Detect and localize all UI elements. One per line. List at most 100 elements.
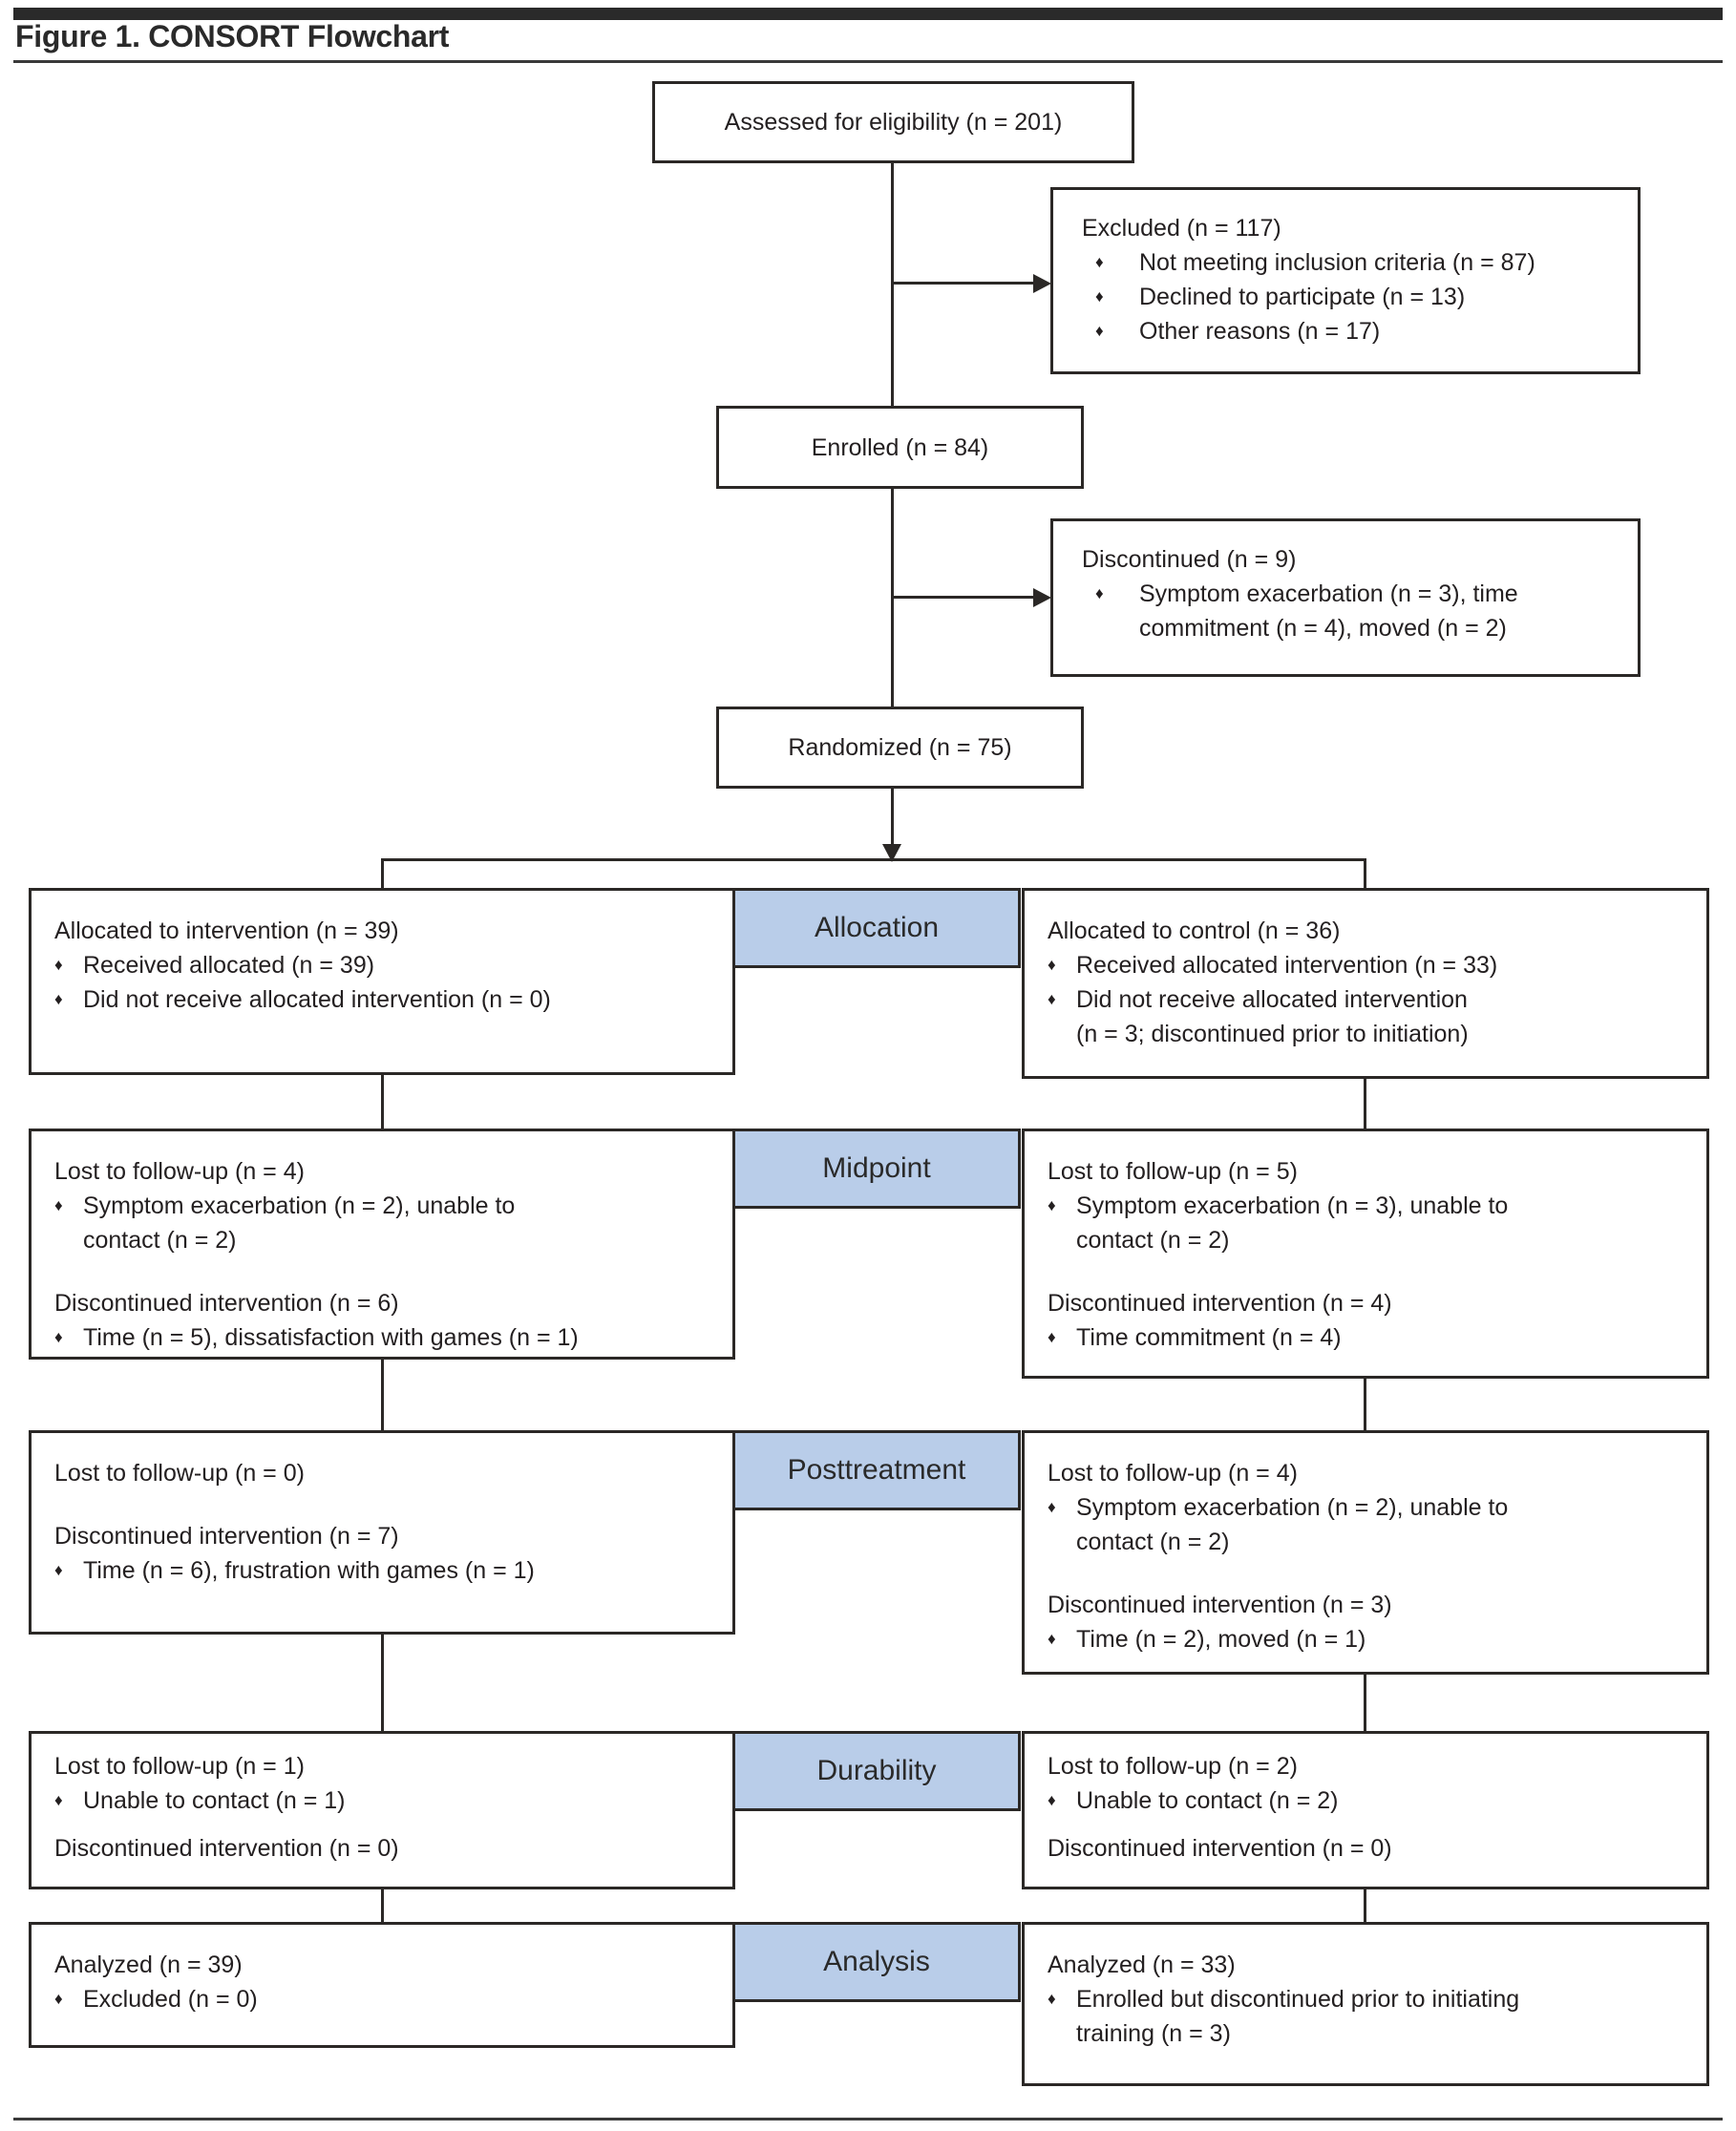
phase-label-text: Midpoint <box>822 1152 931 1184</box>
connector-left <box>381 1360 384 1430</box>
diamond-bullet-icon: ♦ <box>1048 1630 1056 1648</box>
box-header: Discontinued intervention (n = 6) <box>54 1290 399 1317</box>
bullet-line: training (n = 3) <box>1076 2020 1231 2047</box>
bullet-line: Declined to participate (n = 13) <box>1139 284 1466 310</box>
diamond-bullet-icon: ♦ <box>1095 584 1104 602</box>
bullet-item: ♦ Not meeting inclusion criteria (n = 87… <box>1095 245 1620 280</box>
bullet-line: Symptom exacerbation (n = 3), unable to <box>1076 1192 1509 1219</box>
bullet-line: Other reasons (n = 17) <box>1139 318 1381 345</box>
box-header: Lost to follow-up (n = 5) <box>1048 1158 1298 1185</box>
phase-label-allocation: Allocation <box>732 888 1021 968</box>
bullet-line: Time (n = 6), frustration with games (n … <box>83 1557 535 1584</box>
bullet-line: contact (n = 2) <box>1076 1529 1230 1555</box>
connector-right <box>1364 1079 1366 1129</box>
analysis-right-box: Analyzed (n = 33) ♦ Enrolled but discont… <box>1022 1922 1709 2086</box>
phase-label-text: Allocation <box>814 912 940 943</box>
box-header: Discontinued intervention (n = 0) <box>54 1835 399 1862</box>
box-header: Lost to follow-up (n = 2) <box>1048 1753 1298 1780</box>
arrow-right-icon <box>1033 274 1051 293</box>
posttreatment-left-box: Lost to follow-up (n = 0) Discontinued i… <box>29 1430 735 1635</box>
posttreatment-right-box: Lost to follow-up (n = 4) ♦ Symptom exac… <box>1022 1430 1709 1675</box>
branch-left-stub <box>381 858 384 890</box>
assessed-label: Assessed for eligibility (n = 201) <box>724 109 1063 136</box>
box-header: Allocated to control (n = 36) <box>1048 918 1341 944</box>
bullet-line: Excluded (n = 0) <box>83 1986 258 2013</box>
box-header: Analyzed (n = 39) <box>54 1952 243 1978</box>
box-header: Discontinued intervention (n = 3) <box>1048 1592 1392 1618</box>
midpoint-right-box: Lost to follow-up (n = 5) ♦ Symptom exac… <box>1022 1129 1709 1379</box>
diamond-bullet-icon: ♦ <box>1095 322 1104 340</box>
box-header: Lost to follow-up (n = 4) <box>1048 1460 1298 1487</box>
bullet-line: Symptom exacerbation (n = 3), time <box>1139 580 1518 607</box>
bullet-item: ♦ Symptom exacerbation (n = 3), unable t… <box>1048 1189 1689 1257</box>
bullet-item: ♦ Symptom exacerbation (n = 3), time com… <box>1095 577 1620 645</box>
diamond-bullet-icon: ♦ <box>1048 1196 1056 1214</box>
connector-randomized-branch <box>891 789 894 846</box>
diamond-bullet-icon: ♦ <box>54 1791 63 1809</box>
box-header: Excluded (n = 117) <box>1082 215 1281 242</box>
connector-left <box>381 1075 384 1129</box>
bullet-line: Unable to contact (n = 1) <box>83 1787 346 1814</box>
discontinued-box: Discontinued (n = 9) ♦ Symptom exacerbat… <box>1050 518 1641 677</box>
enrolled-label: Enrolled (n = 84) <box>811 433 989 461</box>
diamond-bullet-icon: ♦ <box>1048 1498 1056 1516</box>
randomized-box: Randomized (n = 75) <box>716 707 1084 789</box>
diamond-bullet-icon: ♦ <box>54 990 63 1008</box>
bullet-item: ♦ Did not receive allocated intervention… <box>54 982 715 1017</box>
diamond-bullet-icon: ♦ <box>1095 287 1104 306</box>
box-header: Lost to follow-up (n = 4) <box>54 1158 305 1185</box>
bullet-line: Time (n = 2), moved (n = 1) <box>1076 1626 1366 1653</box>
arrow-right-icon <box>1033 588 1051 607</box>
connector-left <box>381 1635 384 1731</box>
bullet-item: ♦ Declined to participate (n = 13) <box>1095 280 1620 314</box>
phase-label-analysis: Analysis <box>732 1922 1021 2002</box>
branch-right-stub <box>1364 858 1366 890</box>
bullet-line: Time (n = 5), dissatisfaction with games… <box>83 1324 579 1351</box>
bullet-line: Did not receive allocated intervention <box>1076 986 1468 1013</box>
bullet-item: ♦ Received allocated (n = 39) <box>54 948 715 982</box>
bullet-item: ♦ Unable to contact (n = 2) <box>1048 1783 1689 1818</box>
bottom-rule <box>13 2118 1723 2120</box>
box-header: Lost to follow-up (n = 1) <box>54 1753 305 1780</box>
connector-right <box>1364 1889 1366 1922</box>
phase-label-text: Analysis <box>823 1946 930 1977</box>
arrow-down-icon <box>882 844 901 862</box>
bullet-item: ♦ Time (n = 5), dissatisfaction with gam… <box>54 1320 715 1355</box>
connector-discontinued-branch <box>892 596 1035 599</box>
bullet-line: Did not receive allocated intervention (… <box>83 986 551 1013</box>
box-header: Discontinued intervention (n = 0) <box>1048 1835 1392 1862</box>
midpoint-left-box: Lost to follow-up (n = 4) ♦ Symptom exac… <box>29 1129 735 1360</box>
diamond-bullet-icon: ♦ <box>1048 1791 1056 1809</box>
bullet-item: ♦ Symptom exacerbation (n = 2), unable t… <box>54 1189 715 1257</box>
box-header: Discontinued intervention (n = 4) <box>1048 1290 1392 1317</box>
figure-title: Figure 1. CONSORT Flowchart <box>15 19 450 53</box>
durability-right-box: Lost to follow-up (n = 2) ♦ Unable to co… <box>1022 1731 1709 1889</box>
bullet-item: ♦ Enrolled but discontinued prior to ini… <box>1048 1982 1689 2051</box>
durability-left-box: Lost to follow-up (n = 1) ♦ Unable to co… <box>29 1731 735 1889</box>
bullet-item: ♦ Received allocated intervention (n = 3… <box>1048 948 1689 982</box>
box-header: Analyzed (n = 33) <box>1048 1952 1236 1978</box>
allocation-left-box: Allocated to intervention (n = 39) ♦ Rec… <box>29 888 735 1075</box>
allocation-right-box: Allocated to control (n = 36) ♦ Received… <box>1022 888 1709 1079</box>
phase-label-text: Posttreatment <box>787 1454 966 1486</box>
bullet-line: (n = 3; discontinued prior to initiation… <box>1076 1021 1469 1047</box>
phase-label-text: Durability <box>816 1755 937 1786</box>
bullet-line: commitment (n = 4), moved (n = 2) <box>1139 615 1507 642</box>
diamond-bullet-icon: ♦ <box>54 1328 63 1346</box>
phase-label-midpoint: Midpoint <box>732 1129 1021 1209</box>
diamond-bullet-icon: ♦ <box>1095 253 1104 271</box>
bullet-line: Received allocated intervention (n = 33) <box>1076 952 1498 979</box>
top-rule-bar <box>13 8 1723 20</box>
bullet-line: Not meeting inclusion criteria (n = 87) <box>1139 249 1535 276</box>
connector-excluded-branch <box>892 282 1035 285</box>
bullet-item: ♦ Time commitment (n = 4) <box>1048 1320 1689 1355</box>
excluded-box: Excluded (n = 117) ♦ Not meeting inclusi… <box>1050 187 1641 374</box>
box-header: Allocated to intervention (n = 39) <box>54 918 399 944</box>
enrolled-box: Enrolled (n = 84) <box>716 406 1084 489</box>
branch-horizontal-line <box>381 858 1366 861</box>
title-divider <box>13 60 1723 63</box>
diamond-bullet-icon: ♦ <box>1048 1990 1056 2008</box>
bullet-item: ♦ Time (n = 6), frustration with games (… <box>54 1553 715 1588</box>
connector-right <box>1364 1379 1366 1430</box>
